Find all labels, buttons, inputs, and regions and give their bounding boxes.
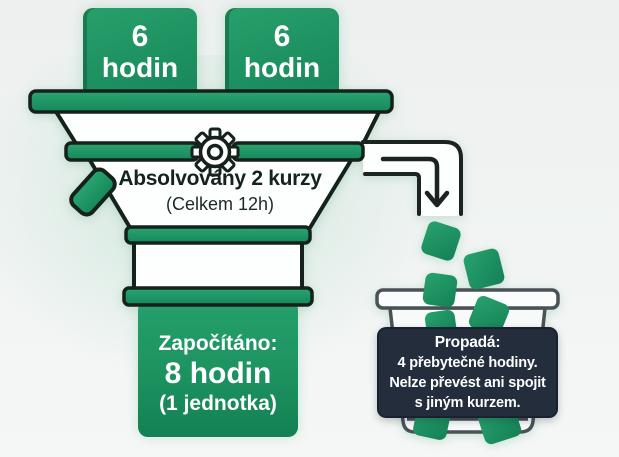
course-box-1: 6 hodin (83, 8, 197, 96)
waste-line4: s jiným kurzem. (414, 394, 521, 411)
funnel-rims (28, 89, 394, 307)
waste-line3: Nelze převést ani spojit (389, 374, 546, 391)
waste-label: Propadá: 4 přebytečné hodiny. Nelze přev… (377, 327, 558, 418)
funnel-handle (69, 167, 117, 217)
course-box-2: 6 hodin (225, 8, 339, 96)
funnel-subtitle: (Celkem 12h) (165, 194, 275, 214)
funnel-title: Absolvovány 2 kurzy (118, 167, 322, 190)
course-1-unit: hodin (101, 52, 179, 83)
gear-icon (190, 127, 240, 177)
waste-line2: 4 přebytečné hodiny. (397, 354, 538, 371)
output-note: (1 jednotka) (159, 391, 277, 415)
course-2-unit: hodin (243, 52, 321, 83)
course-2-hours: 6 (273, 20, 291, 53)
course-1-hours: 6 (131, 20, 149, 53)
output-label: Započítáno: (158, 331, 278, 355)
output-box: Započítáno: 8 hodin (1 jednotka) (138, 300, 298, 437)
funnel-body (48, 100, 386, 294)
arrow-down-icon (380, 156, 450, 208)
waste-title: Propadá: (434, 333, 501, 351)
funnel-caption: Absolvovány 2 kurzy (Celkem 12h) (100, 166, 340, 226)
overflow-pipe (361, 140, 463, 216)
output-value: 8 hodin (164, 356, 272, 390)
